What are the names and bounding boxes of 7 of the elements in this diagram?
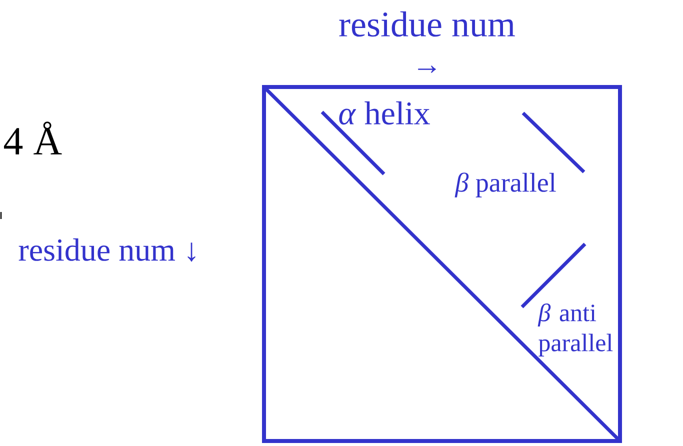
structure-label: α helix bbox=[339, 101, 430, 125]
distance-label: 4 Å bbox=[4, 122, 62, 154]
structure-label: β parallel bbox=[454, 172, 556, 198]
structure-label: β anti parallel bbox=[538, 304, 613, 356]
direction-arrow: → bbox=[418, 66, 436, 73]
axis-label: residue num ↓ bbox=[18, 238, 196, 262]
axis-label: residue num bbox=[339, 11, 515, 37]
